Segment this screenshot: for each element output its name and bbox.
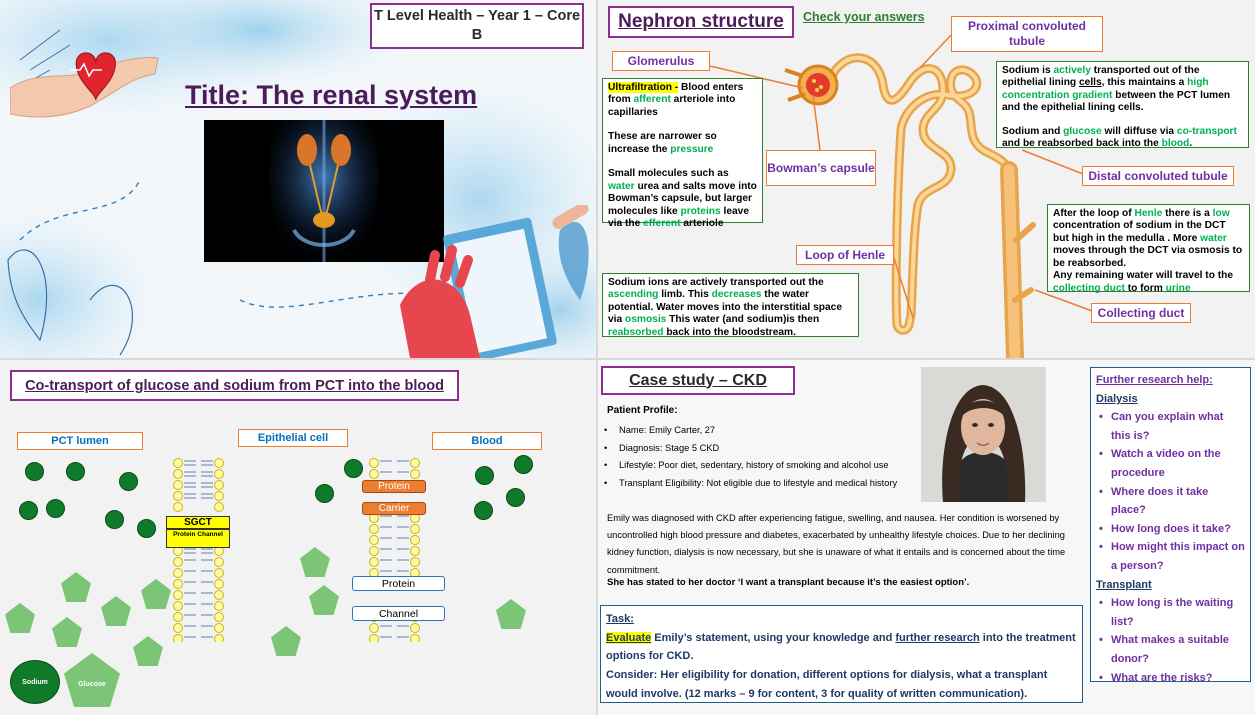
dialysis-heading: Dialysis [1096, 392, 1138, 405]
sodium-dot [119, 472, 138, 491]
glucose-shape [141, 579, 171, 609]
glucose-shape [271, 626, 301, 656]
slide-case-study: Case study – CKD Patient Profile: Name: … [598, 360, 1255, 715]
glucose-shape [61, 572, 91, 602]
slide-title: Title: The renal system [185, 80, 478, 110]
slide-renal-title: T Level Health – Year 1 – Core B Title: … [0, 0, 596, 358]
label-epithelial-cell: Epithelial cell [238, 429, 348, 447]
xray-kidneys-image [204, 120, 444, 262]
protein-channel-label: Protein Channel [166, 529, 230, 548]
membrane-right [369, 458, 420, 642]
patient-profile-heading: Patient Profile: [607, 405, 678, 416]
loop-of-henle-explanation-box: Sodium ions are actively transported out… [602, 273, 859, 338]
label-distal-convoluted-tubule: Distal convoluted tubule [1082, 166, 1234, 186]
sodium-dot [514, 455, 533, 474]
case-paragraph: Emily was diagnosed with CKD after exper… [607, 513, 1066, 575]
course-label-box: T Level Health – Year 1 – Core B [370, 3, 584, 49]
sodium-dot [474, 501, 493, 520]
dct-explanation-box: After the loop of Henle there is a low c… [1047, 204, 1250, 294]
check-answers-label: Check your answers [803, 10, 925, 24]
sodium-dot [315, 484, 334, 503]
label-loop-of-henle: Loop of Henle [796, 245, 894, 265]
dialysis-item: Can you explain what this is? [1096, 408, 1245, 445]
transplant-item: What makes a suitable donor? [1096, 631, 1245, 668]
label-bowmans-capsule: Bowman’s capsule [766, 150, 876, 186]
protein-carrier-carrier-label: Carrier [362, 502, 426, 515]
sodium-legend: Sodium [10, 660, 60, 704]
label-collecting-duct: Collecting duct [1091, 303, 1191, 323]
glucose-shape [300, 547, 330, 577]
slide-title-box: Co-transport of glucose and sodium from … [10, 370, 459, 401]
slide-nephron-structure: Nephron structure Check your answers Pro… [598, 0, 1255, 358]
label-blood: Blood [432, 432, 542, 450]
sgct-label: SGCT [166, 516, 230, 529]
task-box: Task: Evaluate Emily’s statement, using … [600, 605, 1083, 703]
glucose-shape [309, 585, 339, 615]
sodium-dot [475, 466, 494, 485]
protein-channel-channel-label: Channel [352, 606, 445, 621]
protein-channel-protein-label: Protein [352, 576, 445, 591]
slide-title: Nephron structure [618, 11, 784, 32]
further-research-box: Further research help: Dialysis Can you … [1090, 367, 1251, 687]
label-proximal-convoluted-tubule: Proximal convoluted tubule [951, 16, 1103, 52]
course-label: T Level Health – Year 1 – Core B [373, 8, 581, 43]
dialysis-item: How might this impact on a person? [1096, 538, 1245, 575]
slide-title-box: Nephron structure [608, 6, 794, 38]
sodium-dot [19, 501, 38, 520]
sodium-dot [344, 459, 363, 478]
dialysis-list: Can you explain what this is? Watch a vi… [1096, 408, 1245, 575]
clipboard-glove-decoration [400, 205, 589, 358]
patient-photo [921, 367, 1046, 502]
patient-profile-list: Name: Emily Carter, 27 Diagnosis: Stage … [601, 422, 921, 492]
glucose-shape [133, 636, 163, 666]
transplant-list: How long is the waiting list? What makes… [1096, 594, 1245, 687]
sodium-dot [137, 519, 156, 538]
sodium-dot [25, 462, 44, 481]
slide-title-box: Case study – CKD [601, 366, 795, 395]
transplant-item: How long is the waiting list? [1096, 594, 1245, 631]
glucose-shape [5, 603, 35, 633]
glucose-legend: Glucose [64, 653, 120, 707]
nephron-diagram [784, 53, 1036, 358]
sodium-dot [66, 462, 85, 481]
transplant-item: What are the risks? [1096, 669, 1245, 688]
transplant-heading: Transplant [1096, 578, 1152, 591]
pct-explanation-box: Sodium is actively transported out of th… [996, 61, 1249, 149]
glucose-shape [101, 596, 131, 626]
dialysis-item: Where does it take place? [1096, 483, 1245, 520]
case-quote: She has stated to her doctor ‘I want a t… [607, 577, 970, 588]
label-pct-lumen: PCT lumen [17, 432, 143, 450]
membrane-left [173, 458, 224, 642]
profile-item: Transplant Eligibility: Not eligible due… [601, 475, 921, 493]
sodium-dot [506, 488, 525, 507]
dialysis-item: How long does it take? [1096, 520, 1245, 539]
task-heading: Task: [606, 613, 634, 625]
heart-in-hand-icon [10, 52, 159, 118]
profile-item: Diagnosis: Stage 5 CKD [601, 440, 921, 458]
dialysis-item: Watch a video on the procedure [1096, 445, 1245, 482]
label-leader-lines [709, 34, 1096, 319]
glucose-shape [52, 617, 82, 647]
label-glomerulus: Glomerulus [612, 51, 710, 71]
research-heading: Further research help: [1096, 374, 1213, 386]
profile-item: Name: Emily Carter, 27 [601, 422, 921, 440]
ultrafiltration-box: Ultrafiltration - Blood enters from affe… [602, 78, 763, 229]
slide-title: Case study – CKD [629, 371, 767, 389]
protein-carrier-protein-label: Protein [362, 480, 426, 493]
glucose-shape [496, 599, 526, 629]
sodium-dot [105, 510, 124, 529]
sodium-dot [46, 499, 65, 518]
profile-item: Lifestyle: Poor diet, sedentary, history… [601, 457, 921, 475]
slide-title: Co-transport of glucose and sodium from … [25, 377, 444, 394]
slide-co-transport: Co-transport of glucose and sodium from … [0, 360, 596, 715]
